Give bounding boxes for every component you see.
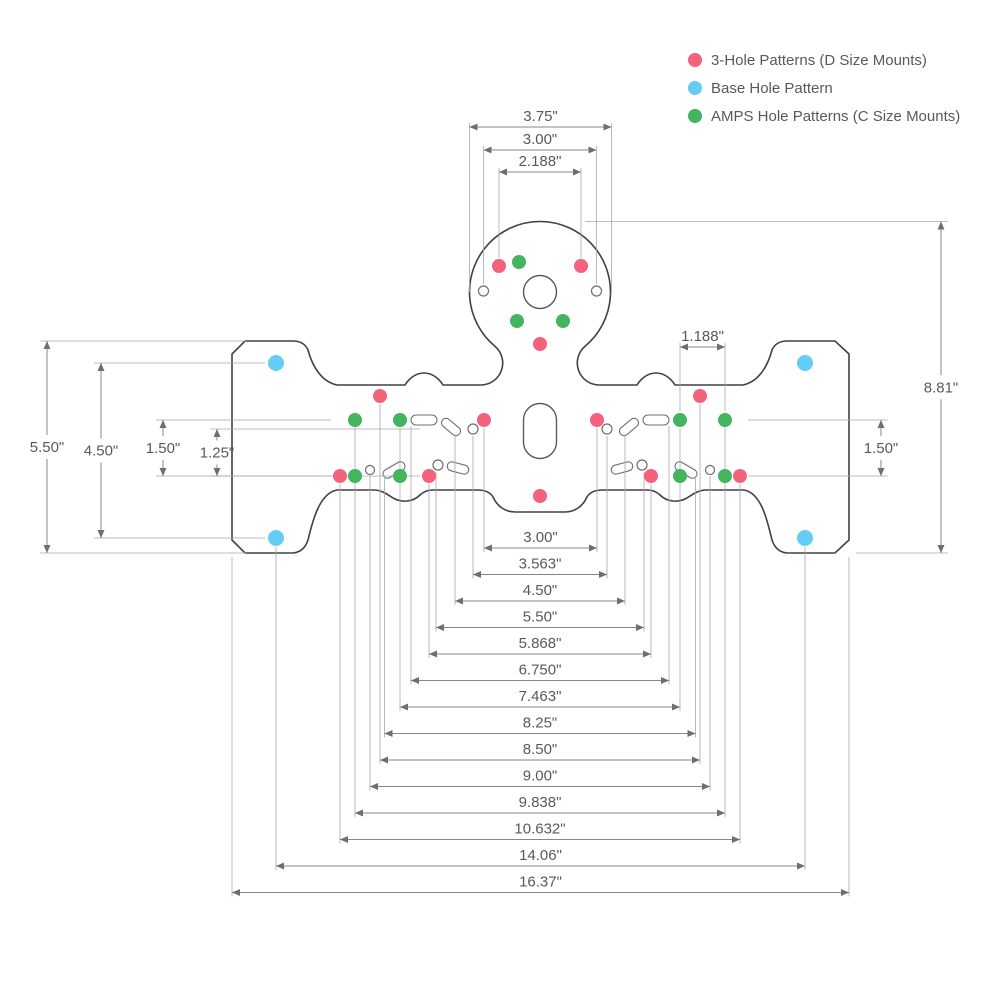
slot-hole <box>610 461 634 475</box>
dimension-label: 1.25" <box>200 445 235 462</box>
dimension-label: 14.06" <box>519 847 562 864</box>
d-size-hole-dot <box>492 259 506 273</box>
plain-hole <box>704 464 716 476</box>
amps-hole-dot <box>512 255 526 269</box>
d-size-hole-dot <box>477 413 491 427</box>
d-size-hole-dot <box>533 489 547 503</box>
hole-markers <box>268 255 813 546</box>
dimension-label: 16.37" <box>519 874 562 891</box>
slot-hole <box>410 414 438 426</box>
plate-large-holes <box>522 274 558 460</box>
dimension-label: 9.838" <box>519 794 562 811</box>
amps-hole-dot <box>348 469 362 483</box>
amps-hole-dot <box>673 469 687 483</box>
plain-hole <box>590 285 603 297</box>
dimension-label: 3.563" <box>519 556 562 573</box>
amps-hole-dot <box>718 413 732 427</box>
dimension-label: 3.75" <box>523 108 558 125</box>
base-hole-dot <box>268 355 284 371</box>
dimension-label: 2.188" <box>519 153 562 170</box>
d-size-hole-dot <box>644 469 658 483</box>
base-hole-dot <box>797 355 813 371</box>
base-hole-dot <box>797 530 813 546</box>
dimension-label: 10.632" <box>514 821 565 838</box>
amps-hole-dot <box>393 413 407 427</box>
plain-hole <box>364 464 376 476</box>
base-dot-icon <box>688 81 702 95</box>
legend-item-base: Base Hole Pattern <box>688 74 960 102</box>
amps-dot-icon <box>688 109 702 123</box>
amps-hole-dot <box>348 413 362 427</box>
legend-item-amps: AMPS Hole Patterns (C Size Mounts) <box>688 102 960 130</box>
amps-hole-dot <box>673 413 687 427</box>
d-size-hole-dot <box>574 259 588 273</box>
dimension-label: 1.50" <box>864 440 899 457</box>
slot-hole <box>440 417 462 437</box>
dimension-label: 5.50" <box>30 439 65 456</box>
dimension-label: 8.81" <box>924 379 959 396</box>
dimension-label: 1.188" <box>681 328 724 345</box>
legend-label-amps: AMPS Hole Patterns (C Size Mounts) <box>711 107 961 125</box>
plain-hole <box>601 423 613 435</box>
legend-label-d-size: 3-Hole Patterns (D Size Mounts) <box>711 51 927 69</box>
dimension-label: 3.00" <box>523 131 558 148</box>
d-size-hole-dot <box>693 389 707 403</box>
dimension-lines: 3.75" 3.00" 2.188" 1.188" 3.00" 3.563" 4.50" 5.… <box>30 108 959 897</box>
dimension-label: 1.50" <box>146 440 181 457</box>
d-size-hole-dot <box>422 469 436 483</box>
d-size-hole-dot <box>733 469 747 483</box>
d-size-hole-dot <box>590 413 604 427</box>
plain-hole <box>467 423 479 435</box>
dimension-label: 6.750" <box>519 662 562 679</box>
dimension-label: 7.463" <box>519 688 562 705</box>
center-circle-hole <box>522 274 558 310</box>
dimension-label: 8.50" <box>523 741 558 758</box>
base-hole-dot <box>268 530 284 546</box>
amps-hole-dot <box>510 314 524 328</box>
plate-outline <box>231 220 850 554</box>
dimension-label: 4.50" <box>84 443 119 460</box>
amps-hole-dot <box>556 314 570 328</box>
plate-slots <box>382 414 698 479</box>
dimension-label: 3.00" <box>523 529 558 546</box>
d-size-hole-dot <box>533 337 547 351</box>
plain-hole <box>432 459 444 471</box>
legend: 3-Hole Patterns (D Size Mounts) Base Hol… <box>688 46 960 130</box>
dimension-label: 5.50" <box>523 609 558 626</box>
plain-hole <box>477 285 490 297</box>
dimension-label: 9.00" <box>523 768 558 785</box>
amps-hole-dot <box>718 469 732 483</box>
dimension-label: 4.50" <box>523 582 558 599</box>
dimension-label: 8.25" <box>523 715 558 732</box>
amps-hole-dot <box>393 469 407 483</box>
slot-hole <box>642 414 670 426</box>
slot-hole <box>446 461 470 475</box>
center-obround-hole <box>522 402 558 460</box>
legend-label-base: Base Hole Pattern <box>711 79 833 97</box>
d-size-hole-dot <box>333 469 347 483</box>
d-size-hole-dot <box>373 389 387 403</box>
dimension-label: 5.868" <box>519 635 562 652</box>
plain-hole <box>636 459 648 471</box>
slot-hole <box>618 417 640 437</box>
legend-item-d-size: 3-Hole Patterns (D Size Mounts) <box>688 46 960 74</box>
d-size-dot-icon <box>688 53 702 67</box>
